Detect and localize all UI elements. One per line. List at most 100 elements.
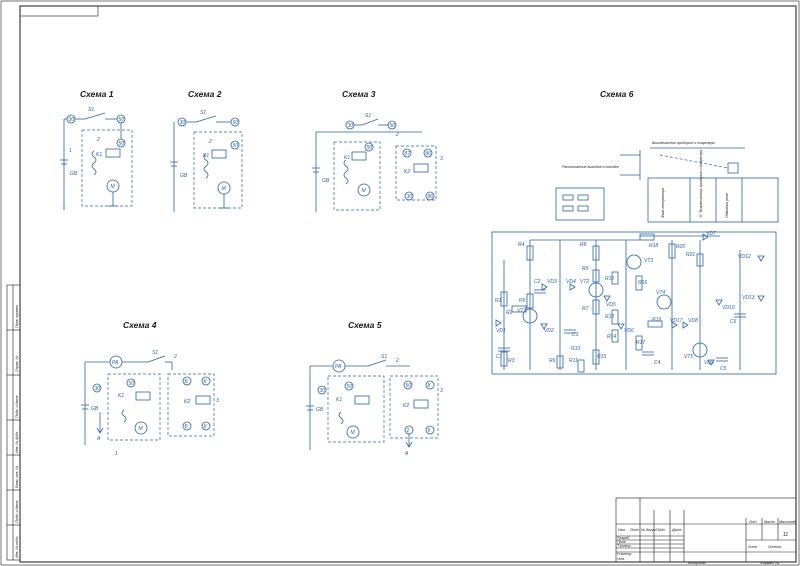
scheme-3-title: Схема 3 — [342, 89, 376, 99]
side-stamp-3: Подп. и дата — [15, 396, 19, 419]
tb-col-list: Лист — [629, 528, 639, 532]
svg-text:К: К — [428, 383, 432, 389]
svg-text:R6: R6 — [549, 358, 556, 364]
tb-format: Формат А1 — [760, 561, 780, 565]
scheme-2: Схема 2 30 50 S1 GB 50 K1 2 M — [170, 89, 243, 212]
tb-col-doc: № докум. — [641, 528, 657, 532]
svg-text:K1: K1 — [118, 393, 124, 399]
scheme-6: Схема 6 Расположение выводов в колодке В… — [491, 89, 779, 375]
side-stamp-5: Взам. инв. № — [15, 466, 19, 488]
side-stamp-1: Перв. примен. — [15, 304, 19, 328]
svg-text:R11: R11 — [569, 358, 578, 364]
svg-text:1: 1 — [69, 148, 72, 154]
svg-text:Б: Б — [185, 424, 189, 430]
svg-text:30: 30 — [407, 194, 413, 200]
svg-text:3: 3 — [440, 388, 443, 394]
side-stamp-6: Подп. и дата — [15, 501, 19, 524]
svg-text:VT3: VT3 — [644, 258, 653, 264]
scheme-1: Схема 1 30 50 S1 1 GB 50 K1 2 M — [60, 89, 133, 210]
svg-text:30: 30 — [180, 120, 186, 126]
svg-text:VD12: VD12 — [738, 254, 751, 260]
svg-text:50: 50 — [406, 383, 412, 389]
title-block: Изм Лист № докум. Подп. Дата Разраб. Про… — [615, 497, 797, 565]
svg-text:C4: C4 — [654, 360, 661, 366]
tb-col-date: Дата — [671, 528, 681, 532]
tb-role-5: Утв. — [617, 557, 625, 561]
svg-text:A: A — [96, 436, 101, 442]
svg-text:VD6: VD6 — [624, 328, 634, 334]
svg-text:GB: GB — [70, 171, 78, 177]
svg-text:1: 1 — [115, 451, 118, 457]
side-stamp-4: Инв. № дубл. — [15, 431, 19, 453]
svg-text:C3: C3 — [572, 332, 579, 338]
svg-text:R1: R1 — [495, 298, 502, 304]
svg-text:C1: C1 — [496, 354, 503, 360]
regulator-block — [647, 177, 779, 223]
tb-col-sign: Подп. — [656, 528, 666, 532]
svg-text:GB: GB — [316, 407, 324, 413]
scheme-6-title: Схема 6 — [600, 89, 634, 99]
svg-text:C6: C6 — [730, 319, 737, 325]
svg-text:GB: GB — [322, 178, 330, 184]
svg-text:R17: R17 — [636, 340, 645, 346]
svg-text:50: 50 — [233, 143, 239, 149]
side-stamps: Перв. примен. Справ. № Подп. и дата Инв.… — [6, 284, 21, 561]
svg-text:50: 50 — [347, 384, 353, 390]
svg-text:30: 30 — [320, 388, 326, 394]
svg-text:Б: Б — [185, 379, 189, 385]
svg-text:K1: K1 — [203, 153, 209, 159]
svg-text:86: 86 — [428, 194, 434, 200]
block-col-1: Фаза генератора — [661, 188, 665, 218]
svg-text:30: 30 — [95, 386, 101, 392]
svg-text:К: К — [428, 428, 432, 434]
svg-text:VD2: VD2 — [544, 328, 554, 334]
svg-text:K2: K2 — [403, 403, 409, 409]
svg-text:R12: R12 — [605, 276, 614, 282]
svg-text:VT5: VT5 — [684, 354, 693, 360]
svg-text:S1: S1 — [200, 110, 206, 116]
connector-inset — [555, 187, 605, 221]
svg-text:K1: K1 — [344, 155, 350, 161]
scheme-2-title: Схема 2 — [188, 89, 222, 99]
svg-text:2: 2 — [395, 132, 399, 138]
svg-text:2: 2 — [96, 137, 100, 143]
svg-text:R5: R5 — [519, 298, 526, 304]
regulator-circuit — [491, 231, 777, 375]
svg-text:R20: R20 — [676, 244, 685, 250]
svg-text:R19: R19 — [652, 317, 661, 323]
svg-text:R15: R15 — [597, 354, 606, 360]
side-stamp-2: Справ. № — [15, 356, 19, 372]
svg-text:50: 50 — [233, 120, 239, 126]
svg-text:R16: R16 — [638, 280, 647, 286]
svg-text:VD7: VD7 — [706, 231, 716, 237]
switch-caption: Выключатель приборов и стартера — [652, 141, 715, 145]
svg-text:50: 50 — [129, 381, 135, 387]
svg-text:R14: R14 — [607, 334, 616, 340]
svg-text:R4: R4 — [518, 242, 525, 248]
svg-text:R7: R7 — [582, 306, 589, 312]
svg-text:PA: PA — [335, 364, 342, 370]
svg-text:50: 50 — [119, 141, 125, 147]
svg-text:К: К — [204, 379, 208, 385]
svg-text:C5: C5 — [720, 366, 727, 372]
scheme-3: Схема 3 30 50 S1 2 GB 50 K1 M 87 86 K2 3… — [312, 89, 443, 212]
tb-scale: Масштаб — [779, 520, 797, 524]
scheme-5: Схема 5 PA S1 2 GB 30 50 K1 M 50 К K2 3 … — [306, 320, 443, 457]
svg-text:R10: R10 — [571, 346, 580, 352]
svg-text:87: 87 — [405, 151, 411, 157]
svg-text:M: M — [111, 184, 116, 190]
svg-text:M: M — [222, 186, 227, 192]
svg-text:A: A — [404, 451, 409, 457]
svg-text:GB: GB — [180, 173, 188, 179]
connector-caption: Расположение выводов в колодке — [562, 165, 619, 169]
svg-text:VD1: VD1 — [496, 328, 506, 334]
svg-text:50: 50 — [119, 117, 125, 123]
svg-text:S1: S1 — [381, 354, 387, 360]
svg-text:VD3: VD3 — [547, 279, 557, 285]
svg-text:30: 30 — [69, 117, 75, 123]
tb-sheet-label: Лист — [747, 545, 757, 549]
svg-text:VD13: VD13 — [742, 295, 755, 301]
svg-text:50: 50 — [390, 123, 396, 129]
svg-text:VD9: VD9 — [704, 360, 714, 366]
svg-text:VT1: VT1 — [517, 308, 526, 314]
